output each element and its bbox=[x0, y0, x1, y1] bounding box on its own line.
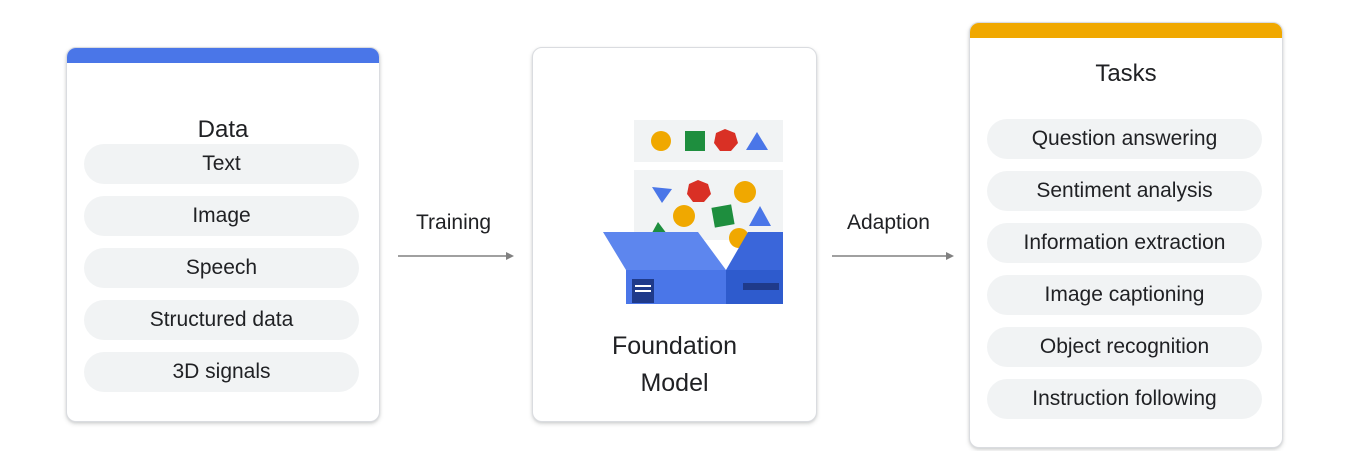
open-box-with-shapes-icon bbox=[603, 120, 783, 304]
data-item-text: Text bbox=[84, 144, 359, 184]
task-item-information-extraction: Information extraction bbox=[987, 223, 1262, 263]
task-item-object-recognition: Object recognition bbox=[987, 327, 1262, 367]
tasks-card: Tasks Question answering Sentiment analy… bbox=[969, 22, 1283, 448]
tasks-card-accent-bar bbox=[970, 23, 1282, 38]
foundation-model-title-line1: Foundation bbox=[611, 332, 738, 360]
data-item-3d-signals: 3D signals bbox=[84, 352, 359, 392]
task-item-instruction-following: Instruction following bbox=[987, 379, 1262, 419]
task-item-image-captioning: Image captioning bbox=[987, 275, 1262, 315]
adaption-arrow bbox=[832, 252, 954, 260]
data-card-accent-bar bbox=[67, 48, 379, 63]
training-label: Training bbox=[416, 211, 492, 234]
tasks-card-title: Tasks bbox=[1095, 60, 1157, 87]
training-arrow bbox=[398, 252, 514, 260]
task-item-question-answering: Question answering bbox=[987, 119, 1262, 159]
task-item-sentiment-analysis: Sentiment analysis bbox=[987, 171, 1262, 211]
data-item-speech: Speech bbox=[84, 248, 359, 288]
foundation-model-title: Foundation Model bbox=[533, 328, 816, 402]
foundation-model-title-line2: Model bbox=[640, 369, 709, 397]
data-item-structured-data: Structured data bbox=[84, 300, 359, 340]
data-card: Data Text Image Speech Structured data 3… bbox=[66, 47, 380, 422]
foundation-model-card: Foundation Model bbox=[532, 47, 817, 422]
data-item-image: Image bbox=[84, 196, 359, 236]
adaption-label: Adaption bbox=[847, 211, 930, 234]
data-card-title: Data bbox=[197, 116, 249, 143]
